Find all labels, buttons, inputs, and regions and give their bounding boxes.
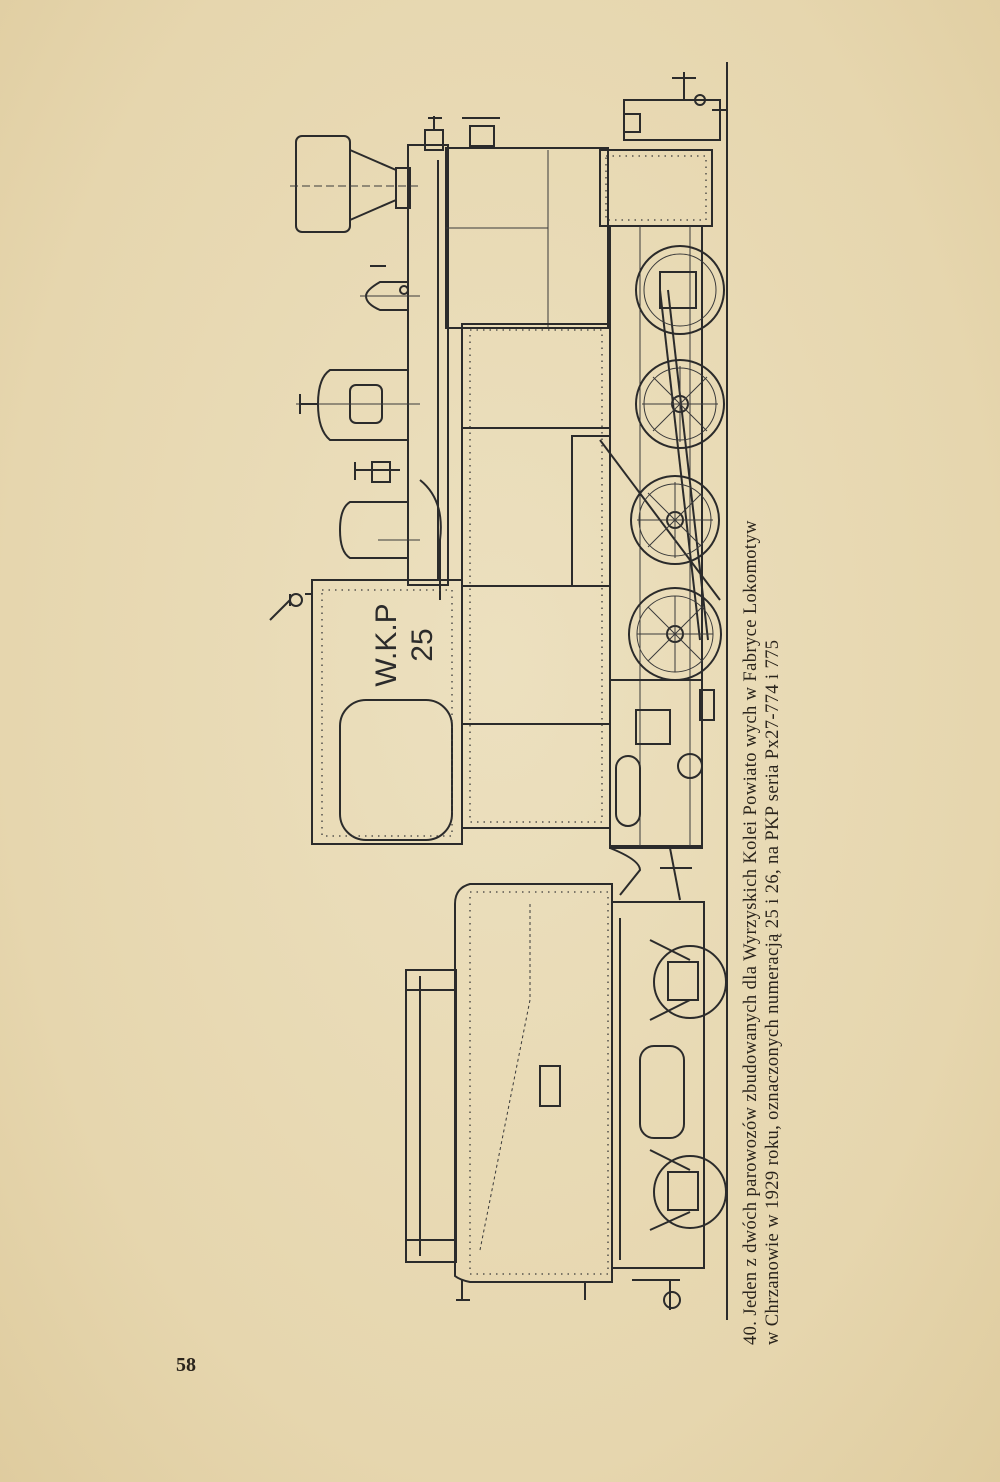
- tender-wheels: [649, 939, 727, 1231]
- cab-plate: W.K.P 25: [370, 603, 439, 686]
- cab: [269, 579, 463, 845]
- boiler: [407, 116, 609, 586]
- tender-body: [454, 883, 613, 1283]
- cab-lettering: W.K.P: [370, 603, 403, 686]
- side-tank: [461, 323, 611, 829]
- cab-number: 25: [406, 628, 439, 661]
- sand-dome: [360, 265, 420, 311]
- valve-dome: [338, 461, 442, 600]
- tender-frame: [456, 901, 705, 1310]
- figure-caption: 40. Jeden z dwóch parowozów zbudowanych …: [740, 45, 784, 1345]
- rear-truck: [609, 679, 715, 901]
- locomotive-wheels: [628, 245, 725, 681]
- chimney: [290, 135, 420, 233]
- page-number: 58: [176, 1354, 196, 1376]
- caption-line-1: 40. Jeden z dwóch parowozów zbudowanych …: [741, 520, 761, 1345]
- caption-line-2: w Chrzanowie w 1929 roku, oznaczonych nu…: [763, 639, 783, 1345]
- tender-coal-box: [405, 969, 457, 1263]
- front-frame: [599, 72, 727, 227]
- steam-dome: [296, 369, 420, 441]
